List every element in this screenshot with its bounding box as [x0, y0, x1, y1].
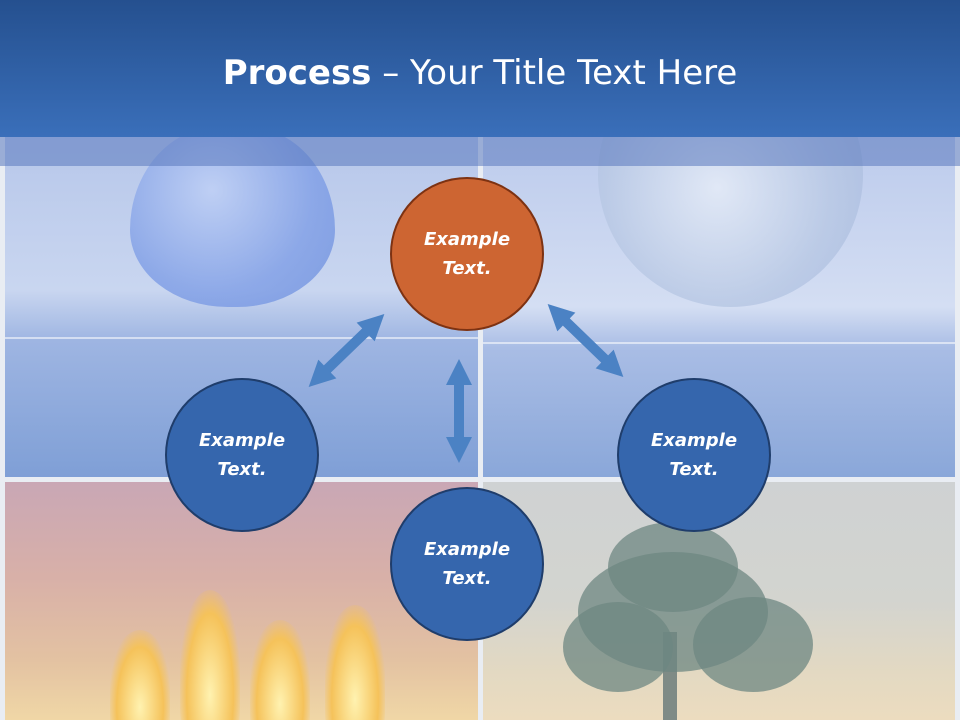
double-headed-arrow-icon [308, 313, 385, 388]
horizon-line [483, 342, 955, 344]
title-bar: Process – Your Title Text Here [0, 0, 960, 137]
process-step-bottom: Example Text. [390, 487, 544, 641]
horizon-line [5, 337, 478, 339]
node-text-line1: Example [423, 539, 511, 560]
node-text-line1: Example [650, 430, 738, 451]
process-step-top: Example Text. [390, 177, 544, 331]
node-text-line1: Example [423, 229, 511, 250]
air-panel [483, 137, 955, 477]
node-text-line2: Text. [669, 459, 719, 480]
double-headed-arrow-icon [547, 303, 624, 378]
flame-image [325, 605, 385, 720]
process-step-left: Example Text. [165, 378, 319, 532]
slide-title: Process – Your Title Text Here [0, 50, 960, 96]
flame-image [250, 620, 310, 720]
node-text-line2: Text. [442, 568, 492, 589]
node-text-line2: Text. [442, 258, 492, 279]
flame-image [180, 590, 240, 720]
process-step-right: Example Text. [617, 378, 771, 532]
title-rest: – Your Title Text Here [371, 53, 738, 93]
node-text-line1: Example [198, 430, 286, 451]
title-strip [0, 137, 960, 166]
flame-image [110, 630, 170, 720]
title-bold: Process [222, 53, 372, 93]
node-text-line2: Text. [217, 459, 267, 480]
